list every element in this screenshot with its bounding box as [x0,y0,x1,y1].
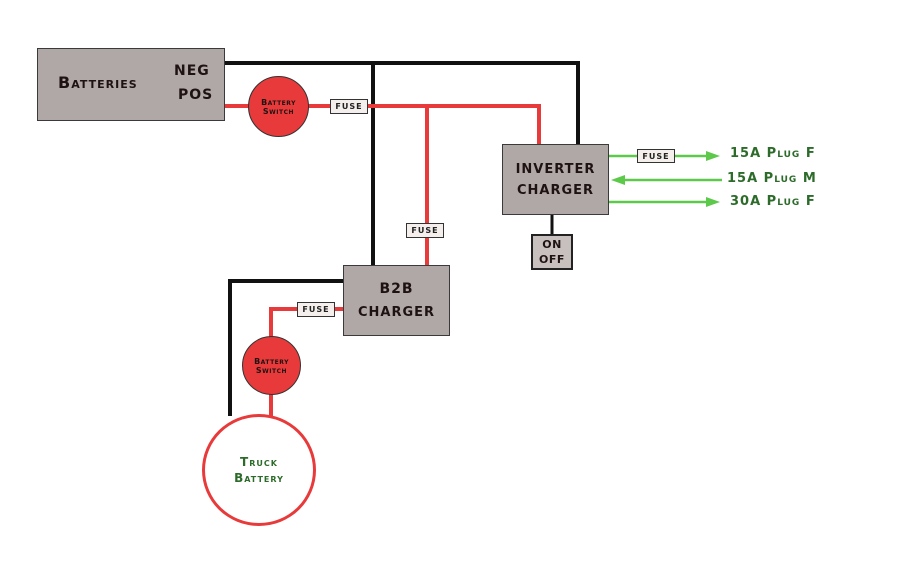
switch-label-line2: Switch [262,106,295,116]
arrow-right-icon [706,197,720,207]
on-off-switch[interactable]: ON OFF [531,234,573,270]
b2b-charger-block: B2B CHARGER [343,265,450,336]
truck-battery: Truck Battery [202,414,316,526]
b2b-label-line2: CHARGER [357,305,436,320]
ac-output-label: 15A Plug F [730,146,816,161]
off-label: OFF [539,253,565,266]
neg-terminal-label: NEG [174,63,210,79]
ac-output-label: 30A Plug F [730,194,816,209]
pos-terminal-label: POS [178,87,214,103]
arrow-right-icon [706,151,720,161]
battery-switch-truck[interactable]: Battery Switch [242,336,301,395]
switch-label-line1: Battery [261,97,296,107]
neg-wire-main [225,61,580,144]
neg-wire-truck [228,279,343,416]
fuse-b2b-truck: FUSE [297,302,335,317]
pos-wire-main [225,104,541,144]
b2b-label-line1: B2B [379,281,414,297]
arrow-left-icon [611,175,625,185]
inverter-label-line1: INVERTER [515,161,596,177]
fuse-ac-out: FUSE [637,149,675,163]
batteries-block: Batteries NEG POS [37,48,225,121]
on-label: ON [542,238,562,251]
ac-input-label: 15A Plug M [727,171,817,186]
switch-label-line2: Switch [255,365,288,375]
inverter-label-line2: CHARGER [516,182,595,198]
batteries-label: Batteries [58,73,138,92]
truck-battery-line1: Truck [240,455,278,469]
fuse-main: FUSE [330,99,368,114]
switch-label-line1: Battery [254,356,289,366]
battery-switch-main[interactable]: Battery Switch [248,76,309,137]
fuse-b2b-feed: FUSE [406,223,444,238]
truck-battery-line2: Battery [234,471,284,485]
inverter-charger-block: INVERTER CHARGER [502,144,609,215]
